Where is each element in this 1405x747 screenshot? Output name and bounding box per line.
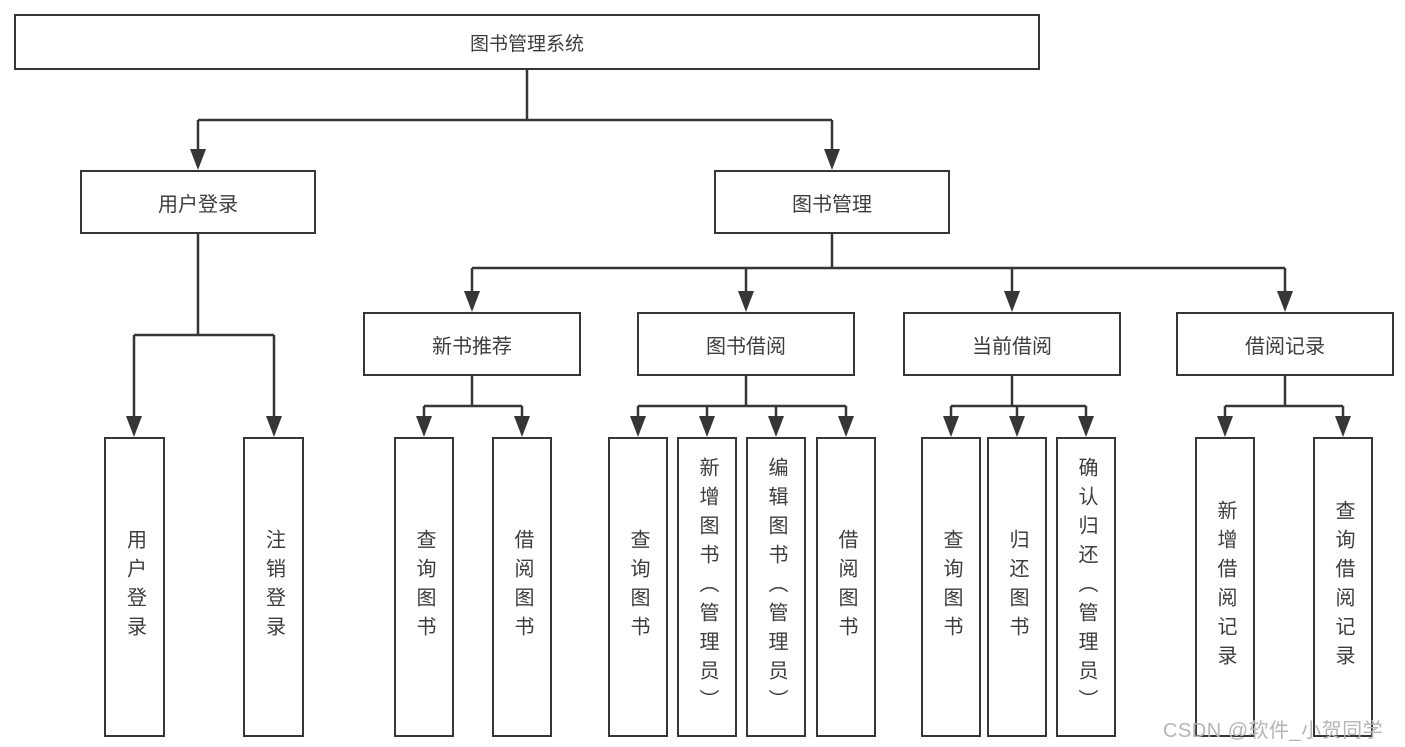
leaf-query-books-3-label: 查询图书 xyxy=(940,529,962,645)
leaf-return-books: 归还图书 xyxy=(987,437,1047,737)
node-new-book-recommend: 新书推荐 xyxy=(363,312,581,376)
leaf-query-borrow-record-label: 查询借阅记录 xyxy=(1332,500,1354,674)
watermark: CSDN @软件_小贺同学 xyxy=(1163,720,1384,742)
leaf-add-borrow-record-label: 新增借阅记录 xyxy=(1214,500,1236,674)
leaf-borrow-books-2-label: 借阅图书 xyxy=(835,529,857,645)
leaf-logout: 注销登录 xyxy=(243,437,304,737)
leaf-borrow-books-2: 借阅图书 xyxy=(816,437,876,737)
leaf-query-books-1: 查询图书 xyxy=(394,437,454,737)
leaf-add-books-admin: 新增图书（管理员） xyxy=(677,437,737,737)
leaf-query-books-2-label: 查询图书 xyxy=(627,529,649,645)
leaf-borrow-books-1: 借阅图书 xyxy=(492,437,552,737)
leaf-confirm-return-admin-label: 确认归还（管理员） xyxy=(1075,456,1097,718)
node-book-borrow: 图书借阅 xyxy=(637,312,855,376)
leaf-return-books-label: 归还图书 xyxy=(1006,529,1028,645)
leaf-borrow-books-1-label: 借阅图书 xyxy=(511,529,533,645)
leaf-query-books-2: 查询图书 xyxy=(608,437,668,737)
leaf-query-borrow-record: 查询借阅记录 xyxy=(1313,437,1373,737)
leaf-confirm-return-admin: 确认归还（管理员） xyxy=(1056,437,1116,737)
leaf-logout-label: 注销登录 xyxy=(262,529,285,645)
leaf-add-books-admin-label: 新增图书（管理员） xyxy=(696,456,718,718)
node-user-login: 用户登录 xyxy=(80,170,316,234)
node-borrow-records: 借阅记录 xyxy=(1176,312,1394,376)
node-root-library-system: 图书管理系统 xyxy=(14,14,1040,70)
leaf-query-books-1-label: 查询图书 xyxy=(413,529,435,645)
leaf-user-login-label: 用户登录 xyxy=(123,529,146,645)
leaf-edit-books-admin: 编辑图书（管理员） xyxy=(746,437,806,737)
node-book-management: 图书管理 xyxy=(714,170,950,234)
leaf-edit-books-admin-label: 编辑图书（管理员） xyxy=(765,456,787,718)
leaf-add-borrow-record: 新增借阅记录 xyxy=(1195,437,1255,737)
leaf-user-login: 用户登录 xyxy=(104,437,165,737)
leaf-query-books-3: 查询图书 xyxy=(921,437,981,737)
node-current-borrow: 当前借阅 xyxy=(903,312,1121,376)
